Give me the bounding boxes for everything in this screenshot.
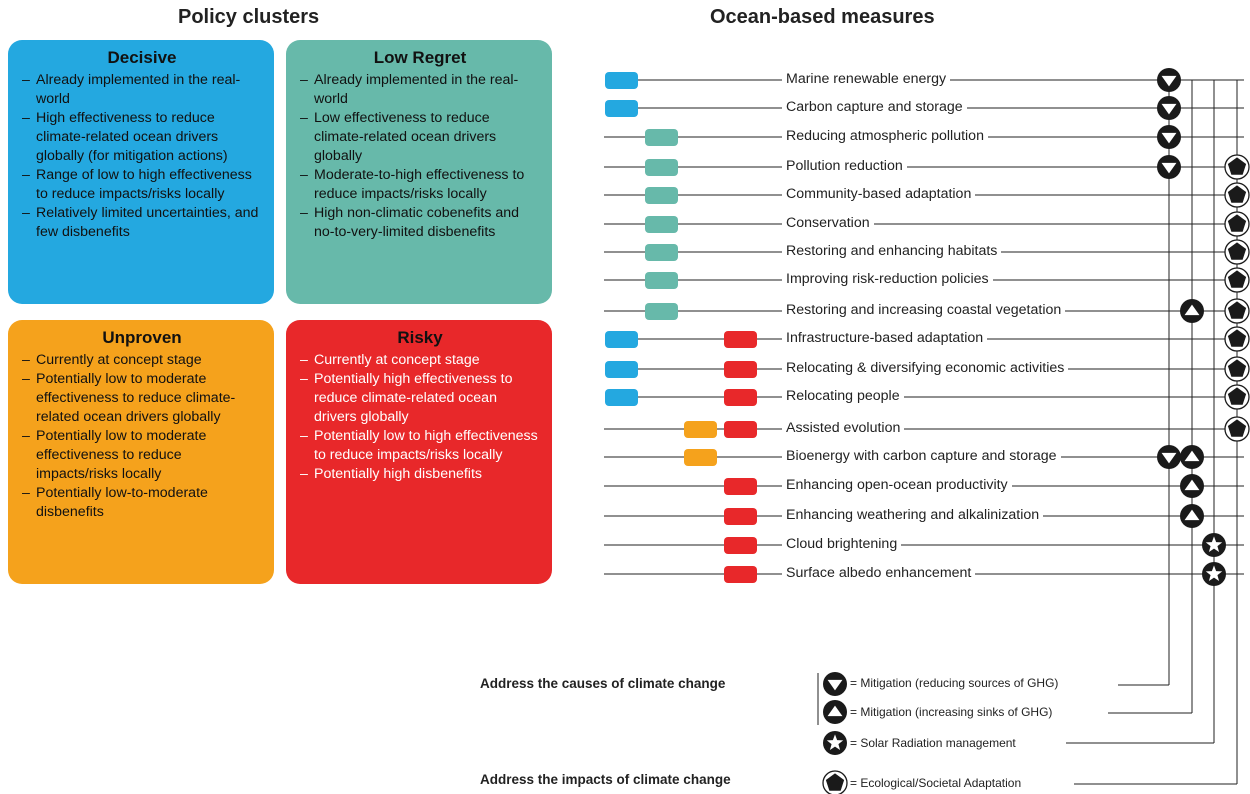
- causes-label: Address the causes of climate change: [480, 676, 726, 691]
- cluster-pill-decisive: [605, 389, 638, 406]
- cluster-title: Low Regret: [373, 48, 467, 67]
- pentagon-icon: [1224, 356, 1250, 382]
- cluster-item: High effectiveness to reduce climate-rel…: [22, 109, 262, 166]
- pentagon-icon: [822, 770, 848, 794]
- pentagon-icon: [1224, 298, 1250, 324]
- cluster-title: Decisive: [107, 48, 177, 67]
- cluster-item: Potentially low to high effectiveness to…: [300, 427, 540, 465]
- measure-label: Marine renewable energy: [782, 70, 951, 88]
- cluster-item: Already implemented in the real-world: [22, 71, 262, 109]
- cluster-item: Potentially low to moderate effectivenes…: [22, 427, 262, 484]
- impacts-label: Address the impacts of climate change: [480, 772, 731, 787]
- down-triangle-icon: [823, 672, 847, 696]
- measure-label: Relocating people: [782, 387, 904, 405]
- cluster-pill-risky: [724, 421, 757, 438]
- cluster-pill-decisive: [605, 361, 638, 378]
- cluster-pill-lowregret: [645, 244, 678, 261]
- measure-label: Relocating & diversifying economic activ…: [782, 359, 1069, 377]
- cluster-title: Unproven: [102, 328, 182, 347]
- pentagon-icon: [1224, 416, 1250, 442]
- cluster-pill-decisive: [605, 331, 638, 348]
- pentagon-icon: [1224, 211, 1250, 237]
- cluster-item: Moderate-to-high effectiveness to reduce…: [300, 166, 540, 204]
- measure-label: Conservation: [782, 214, 874, 232]
- cluster-pill-risky: [724, 566, 757, 583]
- cluster-item: Potentially high disbenefits: [300, 465, 540, 484]
- measure-label: Restoring and increasing coastal vegetat…: [782, 301, 1066, 319]
- pentagon-icon: [1224, 239, 1250, 265]
- measure-label: Carbon capture and storage: [782, 98, 967, 116]
- cluster-low-regret: Low Regret Already implemented in the re…: [286, 40, 552, 304]
- cluster-item: Currently at concept stage: [22, 351, 262, 370]
- measure-label: Surface albedo enhancement: [782, 564, 976, 582]
- cluster-pill-risky: [724, 478, 757, 495]
- cluster-item: Currently at concept stage: [300, 351, 540, 370]
- cluster-item: Potentially low-to-moderate disbenefits: [22, 484, 262, 522]
- cluster-item: Relatively limited uncertainties, and fe…: [22, 204, 262, 242]
- legend-srm: = Solar Radiation management: [850, 736, 1016, 750]
- legend-adaptation: = Ecological/Societal Adaptation: [850, 776, 1022, 790]
- cluster-pill-risky: [724, 331, 757, 348]
- up-triangle-icon: [1180, 445, 1204, 469]
- legend-mit-sinks: = Mitigation (increasing sinks of GHG): [850, 705, 1053, 719]
- measure-label: Pollution reduction: [782, 157, 907, 175]
- cluster-pill-lowregret: [645, 187, 678, 204]
- star-icon: [1202, 533, 1226, 557]
- up-triangle-icon: [1180, 299, 1204, 323]
- down-triangle-icon: [1157, 155, 1181, 179]
- star-icon: [1202, 562, 1226, 586]
- measure-label: Enhancing weathering and alkalinization: [782, 506, 1044, 524]
- measure-label: Reducing atmospheric pollution: [782, 127, 988, 145]
- cluster-pill-lowregret: [645, 216, 678, 233]
- cluster-title: Risky: [397, 328, 443, 347]
- cluster-item: Range of low to high effectiveness to re…: [22, 166, 262, 204]
- cluster-item: High non-climatic cobenefits and no-to-v…: [300, 204, 540, 242]
- measure-label: Improving risk-reduction policies: [782, 270, 993, 288]
- cluster-item: Already implemented in the real-world: [300, 71, 540, 109]
- cluster-item: Low effectiveness to reduce climate-rela…: [300, 109, 540, 166]
- down-triangle-icon: [1157, 445, 1181, 469]
- cluster-item: Potentially low to moderate effectivenes…: [22, 370, 262, 427]
- up-triangle-icon: [1180, 474, 1204, 498]
- pentagon-icon: [1224, 154, 1250, 180]
- measure-label: Assisted evolution: [782, 419, 905, 437]
- cluster-pill-lowregret: [645, 129, 678, 146]
- up-triangle-icon: [823, 700, 847, 724]
- pentagon-icon: [1224, 182, 1250, 208]
- measure-label: Community-based adaptation: [782, 185, 976, 203]
- measure-label: Bioenergy with carbon capture and storag…: [782, 447, 1061, 465]
- cluster-pill-risky: [724, 537, 757, 554]
- cluster-unproven: Unproven Currently at concept stage Pote…: [8, 320, 274, 584]
- measure-label: Enhancing open-ocean productivity: [782, 476, 1012, 494]
- legend-mit-sources: = Mitigation (reducing sources of GHG): [850, 676, 1059, 690]
- ocean-measures-heading: Ocean-based measures: [710, 6, 935, 28]
- cluster-item: Potentially high effectiveness to reduce…: [300, 370, 540, 427]
- down-triangle-icon: [1157, 96, 1181, 120]
- cluster-pill-unproven: [684, 449, 717, 466]
- measure-label: Infrastructure-based adaptation: [782, 329, 988, 347]
- cluster-risky: Risky Currently at concept stage Potenti…: [286, 320, 552, 584]
- cluster-pill-risky: [724, 389, 757, 406]
- policy-clusters-heading: Policy clusters: [178, 6, 320, 28]
- cluster-pill-lowregret: [645, 272, 678, 289]
- cluster-pill-decisive: [605, 100, 638, 117]
- cluster-pill-decisive: [605, 72, 638, 89]
- down-triangle-icon: [1157, 68, 1181, 92]
- down-triangle-icon: [1157, 125, 1181, 149]
- pentagon-icon: [1224, 267, 1250, 293]
- pentagon-icon: [1224, 384, 1250, 410]
- cluster-pill-risky: [724, 361, 757, 378]
- measure-label: Cloud brightening: [782, 535, 902, 553]
- cluster-pill-unproven: [684, 421, 717, 438]
- cluster-decisive: Decisive Already implemented in the real…: [8, 40, 274, 304]
- pentagon-icon: [1224, 326, 1250, 352]
- cluster-pill-lowregret: [645, 303, 678, 320]
- up-triangle-icon: [1180, 504, 1204, 528]
- measure-label: Restoring and enhancing habitats: [782, 242, 1002, 260]
- star-icon: [823, 731, 847, 755]
- cluster-pill-lowregret: [645, 159, 678, 176]
- cluster-pill-risky: [724, 508, 757, 525]
